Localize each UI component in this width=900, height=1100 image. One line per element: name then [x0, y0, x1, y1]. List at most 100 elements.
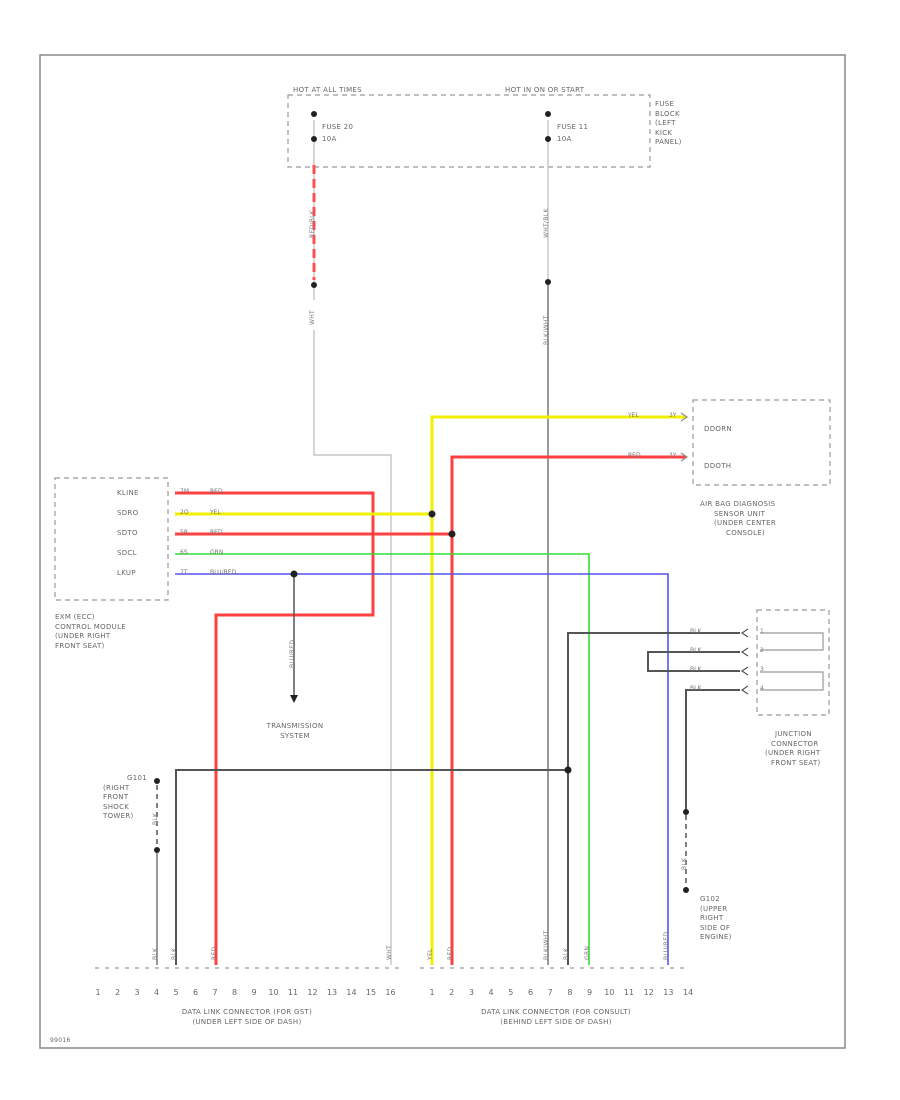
airbag-pin-a: DDORN — [704, 425, 732, 433]
wire-grn-sdcl — [175, 553, 590, 965]
dlc2-pin-10: 10 — [604, 988, 615, 997]
junction-pin-4: 4 — [760, 685, 764, 692]
fuse-a-rating: 10A — [322, 135, 337, 143]
ecm-num-4: 7T — [180, 569, 188, 576]
ecm-wire-blu-red: BLU/RED — [210, 569, 237, 576]
dlc1-pin-13: 13 — [326, 988, 338, 997]
wire-blk-j2-j3 — [647, 651, 740, 672]
junction-pin-3: 3 — [760, 666, 764, 673]
junction-wire-4: BLK — [690, 685, 702, 692]
fuse-b-dot-top — [545, 111, 551, 117]
airbag-term-b: 3Y — [669, 452, 677, 459]
fuse-a-label: FUSE 20 — [322, 123, 354, 131]
dlc1-pin-8: 8 — [231, 988, 238, 997]
dlc1-pin-1: 1 — [95, 988, 101, 997]
fuse-b-rating: 10A — [557, 135, 572, 143]
dlc1-pin-7: 7 — [212, 988, 218, 997]
airbag-term-a: 3Y — [669, 412, 677, 419]
fuse-b-label: FUSE 11 — [557, 123, 589, 131]
g102-label: G102 (UPPER RIGHT SIDE OF ENGINE) — [700, 895, 732, 941]
ecm-wire-yel: YEL — [210, 509, 221, 516]
dlc2-pin-4: 4 — [488, 988, 494, 997]
connector-dot-b — [545, 279, 551, 285]
wire-wht — [313, 330, 392, 965]
dlc1-label: DATA LINK CONNECTOR (FOR GST) (UNDER LEF… — [181, 1008, 313, 1026]
g101-dot-bottom — [154, 847, 160, 853]
dlc1-pin-12: 12 — [307, 988, 318, 997]
dlc1-pin-3: 3 — [134, 988, 140, 997]
splice-g101 — [564, 766, 572, 774]
ecm-pin-lkup: LKUP — [117, 569, 136, 577]
dlc2-pin-1: 1 — [429, 988, 435, 997]
dlc1-pin-2: 2 — [114, 988, 121, 997]
fuse-a-dot-bottom — [311, 136, 317, 142]
dlc2-pin-11: 11 — [623, 988, 635, 997]
wire-label-blk-wht: BLK/WHT — [543, 315, 550, 345]
ecm-outline — [54, 477, 169, 601]
junction-pin-2: 2 — [760, 647, 764, 654]
dlc1-pin-10: 10 — [268, 988, 279, 997]
wire-red-kline — [175, 491, 375, 965]
dlc2-pin-13: 13 — [663, 988, 674, 997]
dlc2-pin-5: 5 — [508, 988, 514, 997]
airbag-pin-b: DDOTH — [704, 462, 732, 470]
g102-dot-bottom — [683, 887, 689, 893]
junction-wire-2: BLK — [690, 647, 702, 654]
ecm-num-1: 2O — [180, 509, 189, 516]
dlc2-pin-7: 7 — [547, 988, 553, 997]
ecm-num-2: 5R — [180, 529, 188, 536]
wire-blk-j4 — [685, 689, 740, 810]
ecm-wire-red-kline: RED — [210, 488, 223, 495]
transmission-label: TRANSMISSION SYSTEM — [266, 722, 324, 740]
wire-label-red-blk: RED/BLK — [309, 209, 316, 238]
dlc1-pin-6: 6 — [192, 988, 199, 997]
ecm-pin-kline: KLINE — [117, 489, 139, 497]
dlc1-pin-11: 11 — [287, 988, 299, 997]
g101-label: G101 (RIGHT FRONT SHOCK TOWER) — [103, 774, 147, 820]
fuse-block-location: FUSE BLOCK (LEFT KICK PANEL) — [655, 100, 682, 146]
wire-label-blk-g101: BLK — [152, 812, 159, 825]
ecm-wire-red-sdto: RED — [210, 529, 223, 536]
g102-dot-top — [683, 809, 689, 815]
dlc2-wire-pin14: BLU/RED — [663, 931, 670, 960]
junction-wire-1: BLK — [690, 628, 702, 635]
ecm-pin-sdcl: SDCL — [117, 549, 137, 557]
splice-yel — [428, 510, 436, 518]
dlc2-wire-pin2: RED — [447, 946, 454, 960]
figure-id: 99016 — [50, 1037, 71, 1044]
dlc2-wire-pin9: GRN — [584, 945, 591, 960]
dlc2-pin-6: 6 — [527, 988, 534, 997]
dlc2-wire-pin1: YEL — [427, 948, 434, 960]
dlc1-pin-15: 15 — [365, 988, 377, 997]
dlc1-wire-pin5: BLK — [171, 947, 178, 960]
dlc1-wire-pin4: BLK — [152, 947, 159, 960]
wire-blu-lkup — [175, 573, 669, 965]
wire-label-blk-g102: BLK — [681, 857, 688, 870]
ecm-num-0: 7M — [180, 488, 189, 495]
junction-bar-bottom — [760, 671, 824, 691]
wire-label-blu-red-trans: BLU/RED — [289, 639, 296, 668]
connector-dot-a — [311, 282, 317, 288]
dlc1-pin-9: 9 — [251, 988, 257, 997]
fuse-b-dot-bottom — [545, 136, 551, 142]
dlc2-pin-2: 2 — [449, 988, 455, 997]
dlc2-wire-pin7: BLK/WHT — [543, 930, 550, 960]
ecm-num-3: 6S — [180, 549, 188, 556]
airbag-unit-outline — [692, 399, 831, 486]
transmission-arrow — [290, 695, 298, 703]
hot-always-label: HOT AT ALL TIMES — [293, 86, 362, 94]
junction-label: JUNCTION CONNECTOR (UNDER RIGHT FRONT SE… — [765, 730, 821, 767]
dlc1-pin-5: 5 — [173, 988, 179, 997]
airbag-wire-yel: YEL — [628, 412, 639, 419]
airbag-wire-red: RED — [628, 452, 641, 459]
dlc2-pin-8: 8 — [567, 988, 573, 997]
splice-blu — [290, 570, 298, 578]
dlc2-pin-9: 9 — [587, 988, 593, 997]
dlc1-pin-14: 14 — [346, 988, 357, 997]
fuse-block-outline — [287, 94, 651, 168]
dlc1-pin-16: 16 — [385, 988, 396, 997]
junction-arrows — [740, 628, 749, 695]
ecm-label: EXM (ECC) CONTROL MODULE (UNDER RIGHT FR… — [55, 613, 126, 650]
dlc2-wire-pin8: BLK — [563, 947, 570, 960]
